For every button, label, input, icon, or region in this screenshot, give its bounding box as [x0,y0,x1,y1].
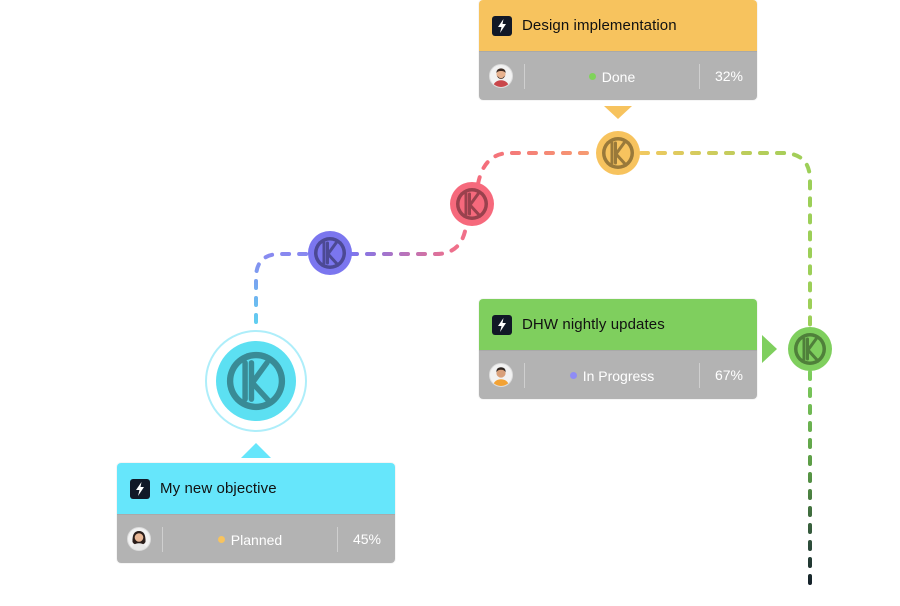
status-badge: Done [525,52,699,100]
k-logo-icon [602,137,634,169]
progress-percent: 45% [352,531,381,547]
k-logo-icon [794,333,826,365]
card-dhw-nightly-updates[interactable]: DHW nightly updates In Progress 67% [479,299,757,399]
card-title: My new objective [160,480,277,497]
pointer-objective [241,443,271,458]
avatar[interactable] [489,64,513,88]
divider [524,64,525,89]
node-cyan[interactable] [216,341,296,421]
divider [337,527,338,552]
divider [524,363,525,388]
status-badge: In Progress [525,351,699,399]
connector-yellow-green [639,151,812,328]
card-header: DHW nightly updates [479,299,757,350]
k-logo-icon [314,237,346,269]
card-my-new-objective[interactable]: My new objective Planned 45% [117,463,395,563]
card-header: Design implementation [479,0,757,51]
bolt-icon [492,15,512,36]
pointer-design [604,106,632,119]
k-logo-icon [456,188,488,220]
pointer-dhw [762,335,777,363]
status-dot [569,372,577,379]
k-logo-icon [226,351,286,411]
divider [699,64,700,89]
node-halo-cyan [205,330,307,432]
status-badge: Planned [163,515,337,563]
card-footer: Done 32% [479,51,757,100]
card-title: DHW nightly updates [522,316,665,333]
bolt-icon [130,478,150,499]
progress-percent: 32% [714,68,743,84]
node-yellow[interactable] [596,131,640,175]
divider [699,363,700,388]
progress-percent: 67% [714,367,743,383]
status-dot [588,73,596,80]
node-purple[interactable] [308,231,352,275]
status-label: Planned [230,531,283,548]
card-footer: In Progress 67% [479,350,757,399]
connector-pink-yellow [476,151,598,186]
bolt-icon [492,314,512,335]
card-design-implementation[interactable]: Design implementation Done 32% [479,0,757,100]
divider [162,527,163,552]
card-header: My new objective [117,463,395,514]
card-title: Design implementation [522,17,677,34]
connector-purple-pink [348,224,468,256]
status-label: In Progress [582,367,655,384]
node-pink[interactable] [450,182,494,226]
status-label: Done [601,68,636,85]
avatar[interactable] [489,363,513,387]
status-dot [217,536,225,543]
avatar[interactable] [127,527,151,551]
node-green[interactable] [788,327,832,371]
connector-cyan-purple [254,252,312,324]
card-footer: Planned 45% [117,514,395,563]
